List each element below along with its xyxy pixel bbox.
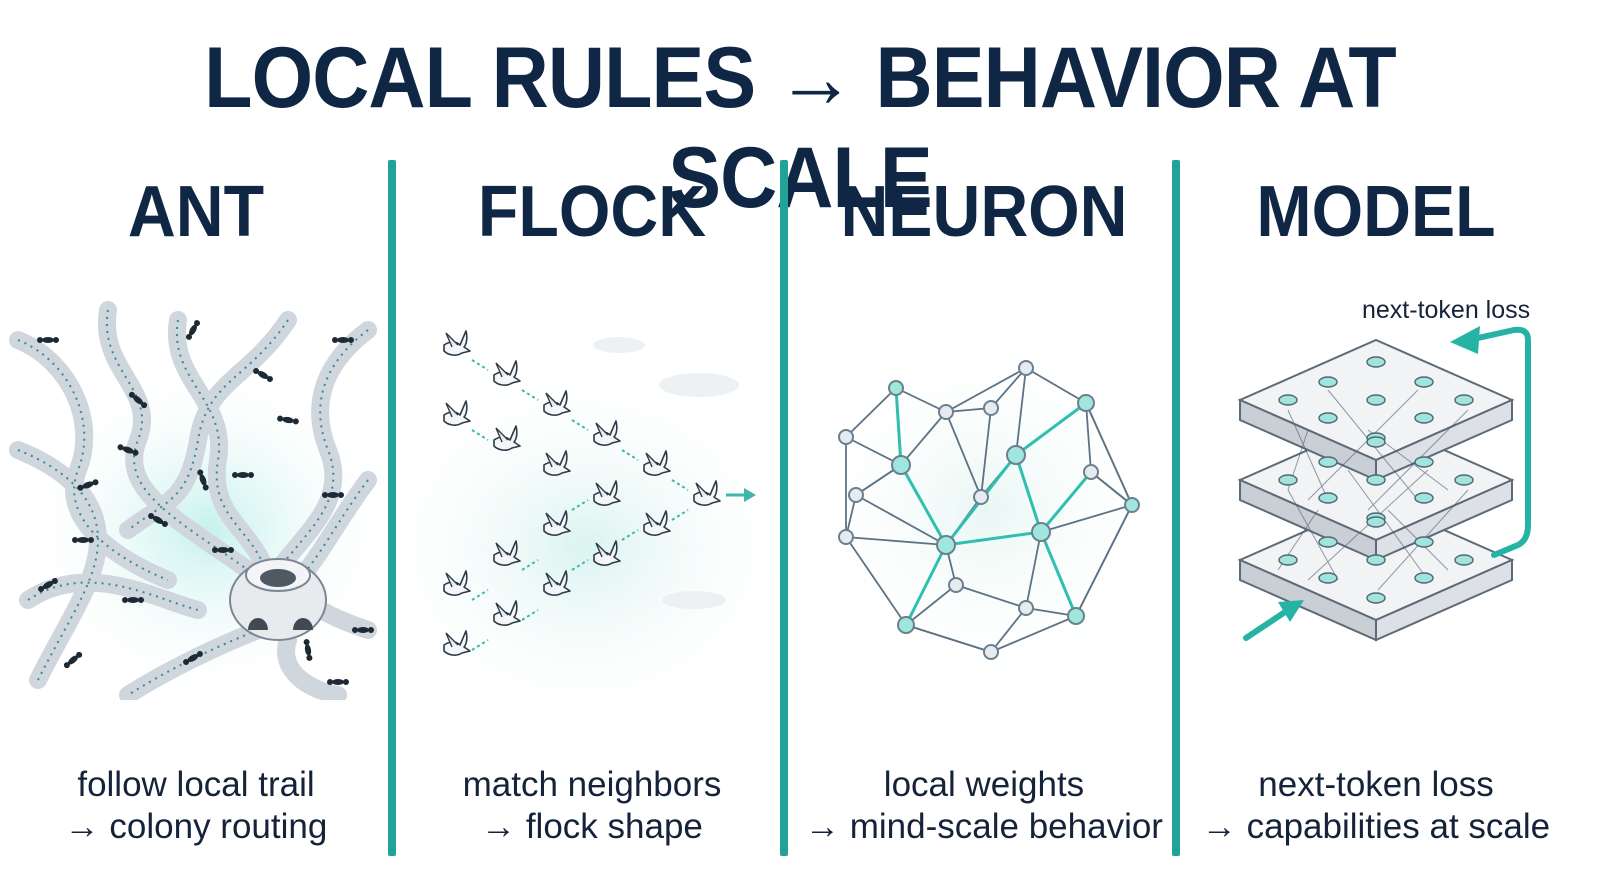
page-title: LOCAL RULES → BEHAVIOR AT SCALE bbox=[204, 30, 1397, 226]
caption-neuron-line1: local weights bbox=[883, 765, 1085, 804]
panel-neuron: NEURON bbox=[788, 160, 1180, 870]
network-nodes bbox=[838, 360, 1140, 660]
model-loop-label: next-token loss bbox=[1362, 296, 1531, 324]
layer-stack-icon bbox=[1237, 326, 1531, 642]
caption-model-line1: next-token loss bbox=[1258, 765, 1494, 804]
divider-1 bbox=[388, 160, 396, 856]
feedback-loop-icon bbox=[1475, 326, 1531, 558]
caption-flock-line2: → flock shape bbox=[481, 807, 703, 846]
caption-neuron-line2: → mind-scale behavior bbox=[805, 807, 1163, 846]
neural-network-icon bbox=[796, 330, 1172, 690]
ant-icon bbox=[37, 320, 374, 685]
panel-heading-neuron: NEURON bbox=[840, 172, 1128, 252]
arrow-icon bbox=[471, 359, 756, 651]
divider-2 bbox=[780, 160, 788, 856]
caption-neuron: local weights → mind-scale behavior bbox=[788, 764, 1180, 848]
caption-ant-line1: follow local trail bbox=[77, 765, 315, 804]
panel-flock: FLOCK bbox=[396, 160, 788, 870]
panel-heading-ant: ANT bbox=[127, 172, 265, 252]
caption-ant: follow local trail → colony routing bbox=[0, 764, 392, 848]
input-arrow-icon bbox=[1243, 600, 1304, 641]
caption-flock-line1: match neighbors bbox=[462, 765, 722, 804]
panel-heading-flock: FLOCK bbox=[477, 172, 707, 252]
caption-model: next-token loss → capabilities at scale bbox=[1180, 764, 1572, 848]
ant-trail-illustration bbox=[9, 301, 384, 700]
feedback-arrowhead bbox=[1450, 326, 1480, 354]
caption-flock: match neighbors → flock shape bbox=[396, 764, 788, 848]
flock-illustration bbox=[404, 330, 780, 700]
caption-ant-line2: → colony routing bbox=[64, 807, 328, 846]
caption-model-line2: → capabilities at scale bbox=[1201, 807, 1551, 846]
panel-ant: ANT bbox=[0, 160, 392, 870]
anthill-icon bbox=[229, 558, 327, 641]
panel-heading-model: MODEL bbox=[1256, 172, 1496, 252]
panel-model: MODEL bbox=[1180, 160, 1600, 870]
cloud-icon bbox=[593, 337, 739, 609]
divider-3 bbox=[1172, 160, 1180, 856]
layer-nodes bbox=[1278, 356, 1474, 604]
